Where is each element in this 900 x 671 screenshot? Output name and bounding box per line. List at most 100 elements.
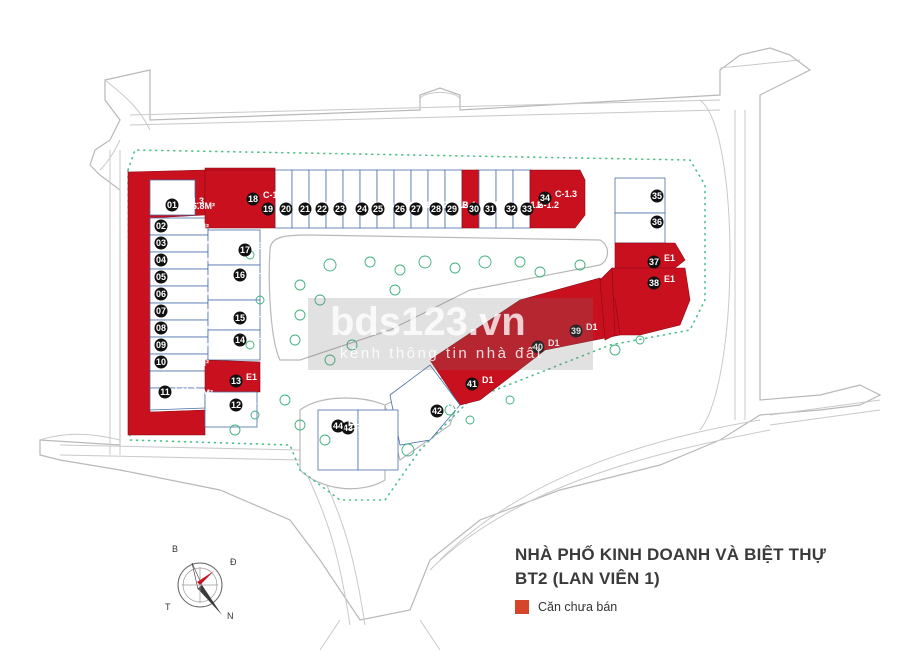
lot-number: 07 — [156, 306, 166, 316]
lot-marker-circle — [650, 189, 664, 203]
lot-number: 08 — [156, 323, 166, 333]
lot-marker-circle — [154, 355, 168, 369]
lot-type-label: E1 — [667, 213, 678, 223]
lot-number: 10 — [156, 357, 166, 367]
lot-type-label: B-1.2 — [171, 302, 193, 312]
lot-type-label: E1 — [664, 253, 675, 263]
lot-number: 02 — [156, 221, 166, 231]
block-top — [204, 167, 586, 229]
compass-north: B — [172, 544, 178, 554]
lot-marker-42[interactable]: 42 D1 — [430, 402, 459, 418]
lot-type-label: D1 — [548, 338, 560, 348]
lot-number: 25 — [373, 204, 383, 214]
lot-marker-38[interactable]: 38 E1 — [647, 274, 676, 290]
lot-type-label: E1 — [246, 396, 257, 406]
lot-marker-circle — [531, 340, 545, 354]
compass: B Đ N T — [165, 544, 237, 621]
block-right — [389, 177, 691, 446]
lot-type-label: B-1.2 — [171, 268, 193, 278]
lot-marker-circle — [238, 243, 252, 257]
lot-area-label: 132.00M² — [171, 290, 209, 300]
lot-marker-circle — [430, 404, 444, 418]
lot-marker-circle — [233, 268, 247, 282]
lot-number: 22 — [317, 204, 327, 214]
lot-number: 09 — [156, 340, 166, 350]
lot-marker-circle — [445, 202, 459, 216]
lot-marker-37[interactable]: 37 E1 — [647, 253, 676, 269]
lot-number: 42 — [432, 406, 442, 416]
lot-marker-circle — [233, 333, 247, 347]
lot-area-label: 132.00M² — [171, 307, 209, 317]
lot-type-label: B-1.2 — [171, 285, 193, 295]
lot-number: 38 — [649, 278, 659, 288]
lot-type-label: E1 — [246, 372, 257, 382]
lot-number: 37 — [649, 257, 659, 267]
lot-marker-circle — [650, 215, 664, 229]
lot-number: 30 — [469, 204, 479, 214]
lot-area-label: 132.00M² — [171, 222, 209, 232]
lot-marker-circle — [371, 202, 385, 216]
lot-marker-circle — [483, 202, 497, 216]
lot-number: 28 — [431, 204, 441, 214]
lot-area-label: 132.00M² — [171, 341, 209, 351]
lot-marker-circle — [538, 191, 552, 205]
watermark-tagline: kênh thông tin nhà đất — [340, 345, 544, 362]
lot-type-label: B-1.2 — [171, 353, 193, 363]
lot-marker-circle — [298, 202, 312, 216]
lot-type-label: E1 — [250, 266, 261, 276]
lot-area-label: 132.00M² — [171, 256, 209, 266]
lot-marker-circle — [409, 202, 423, 216]
lot-marker-circle — [154, 287, 168, 301]
lot-marker-circle — [520, 202, 534, 216]
lot-area-label: 132.00M² — [171, 273, 209, 283]
lot-number: 03 — [156, 238, 166, 248]
lot-marker-circle — [233, 311, 247, 325]
legend-swatch — [515, 600, 529, 614]
lot-marker-circle — [158, 385, 172, 399]
map-title-line2: BT2 (LAN VIÊN 1) — [515, 569, 660, 588]
lot-type-label: C-1.3 — [555, 189, 577, 199]
lot-marker-circle — [261, 202, 275, 216]
lot-marker-circle — [569, 324, 583, 338]
lot-type-label: C-1.3 — [263, 190, 285, 200]
lot-marker-circle — [154, 219, 168, 233]
lot-type-label: E1 — [667, 187, 678, 197]
lot-marker-circle — [229, 374, 243, 388]
lot-number: 17 — [240, 245, 250, 255]
lot-number: 44 — [333, 421, 343, 431]
lot-marker-circle — [154, 321, 168, 335]
lot-number: 27 — [411, 204, 421, 214]
lot-type-label: E1 — [664, 274, 675, 284]
legend: Căn chưa bán — [515, 600, 617, 614]
lot-area-label: 132.00M² — [171, 239, 209, 249]
lot-type-label: D1 — [447, 402, 459, 412]
